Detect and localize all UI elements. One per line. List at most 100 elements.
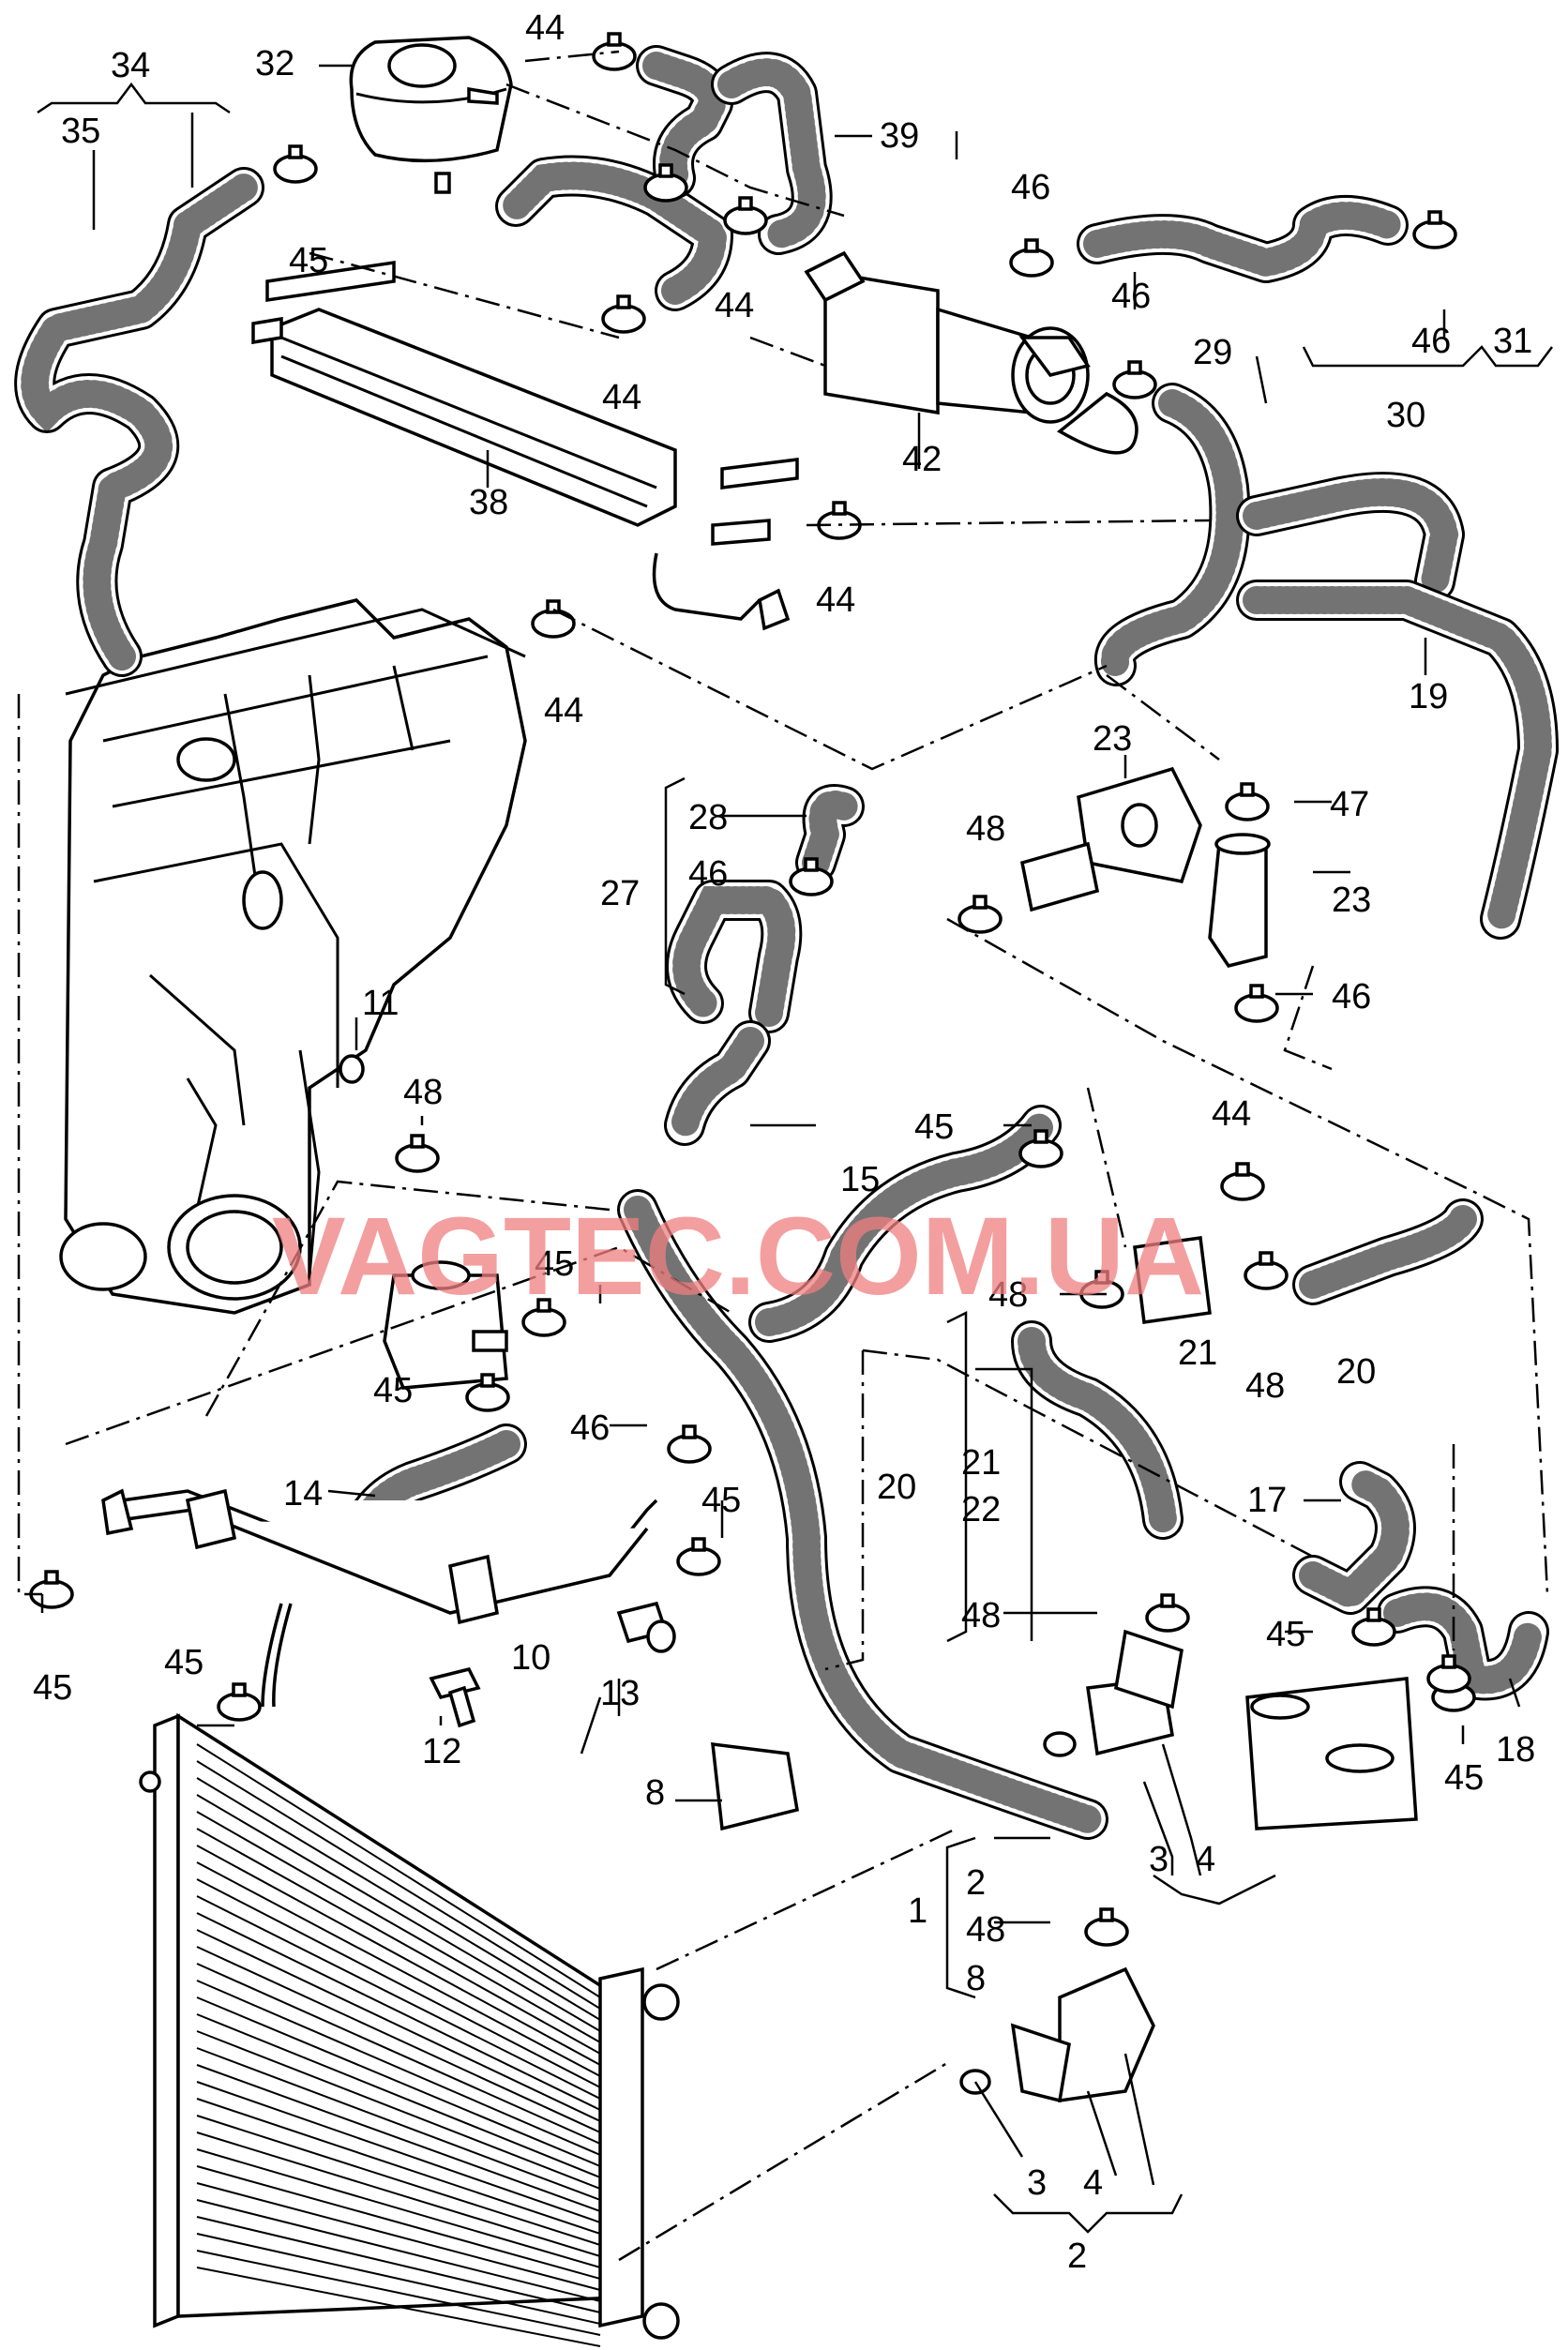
oil-cooler [1245,1677,1418,1830]
small-reservoir [383,1260,508,1390]
radiator-fin-line [196,1743,601,1998]
hose-clamp [1412,219,1457,249]
callout-45: 45 [535,1244,574,1284]
hose-clamp-tab [682,1424,697,1439]
callout-48: 48 [403,1073,443,1112]
callout-22: 22 [961,1490,1001,1529]
callout-44: 44 [544,691,583,731]
callout-4: 4 [1083,2163,1103,2203]
engine-block [59,598,527,1315]
hose-clamp-tab [1099,1907,1114,1922]
hose-clamp-tab [691,1537,706,1552]
callout-30: 30 [1386,396,1425,435]
radiator-fin-line [196,2182,601,2291]
assignment-lines [17,50,1549,2262]
radiator-fin-line [196,2250,601,2336]
callout-46: 46 [570,1408,610,1448]
callout-44: 44 [715,286,754,325]
radiator-fin-line [196,1996,601,2167]
hose-clamp [676,1546,721,1576]
radiator-fin-line [196,2030,601,2190]
callout-19: 19 [1409,677,1448,716]
callout-45: 45 [289,241,328,280]
hose-clamp-tab [804,857,819,872]
callout-45: 45 [1266,1615,1305,1654]
radiator-fin-line [196,2216,601,2313]
callout-1: 1 [908,1891,927,1931]
hose-clamp-tab [1240,782,1255,797]
callout-21: 21 [1178,1333,1217,1373]
callout-42: 42 [902,440,942,479]
hose-clamp-tab [607,32,622,47]
callout-31: 31 [1493,322,1532,361]
callout-14: 14 [283,1474,323,1514]
callout-27: 27 [600,874,640,913]
connector-flanges [959,1236,1212,2103]
radiator-fin-line [196,1946,601,2133]
hose-clamp-tab [1127,360,1142,375]
radiator-fin-line [196,1980,601,2156]
callout-48: 48 [966,809,1005,849]
callout-23: 23 [1332,881,1371,920]
hose-clamp-tab [546,599,561,614]
radiator-fin-line [196,1760,601,2010]
callout-13: 13 [600,1674,640,1713]
hose-clamp-tab [288,144,303,159]
radiator-fins [196,1743,601,2347]
hose-clamp-tab [616,294,631,309]
callout-32: 32 [255,44,294,83]
hose-clamp-tab [1249,984,1264,999]
radiator-fin-line [196,1811,601,2043]
callout-48: 48 [988,1275,1028,1315]
radiator-fin-line [196,2081,601,2223]
radiator-fin-line [196,1895,601,2100]
hose-clamp [723,205,768,235]
callout-17: 17 [1247,1481,1287,1520]
radiator-fin-line [196,2267,601,2347]
hose-clamp [273,154,318,184]
hose-clamp-tab [1033,1129,1048,1144]
radiator-fin-line [196,2233,601,2325]
callout-47: 47 [1330,785,1369,824]
expansion-tank [349,36,513,194]
callout-48: 48 [1245,1366,1285,1406]
radiator-fin-line [196,1878,601,2088]
hose-clamp [1234,993,1279,1023]
hose-clamp-tab [658,163,673,178]
callout-46: 46 [1332,977,1371,1017]
callout-34: 34 [111,46,150,85]
hose-clamp [789,866,834,896]
hose-clamp [1018,1138,1063,1168]
callout-18: 18 [1496,1730,1535,1770]
hose-clamp-tab [832,501,847,516]
hose-clamp [217,1692,262,1722]
hose-clamp-tab [536,1298,551,1313]
hose-clamp-tab [1259,1251,1274,1266]
callout-45: 45 [914,1107,954,1147]
callout-12: 12 [422,1732,461,1771]
watermark: VAGTEC.COM.UA [272,1195,1204,1318]
callout-46: 46 [1411,322,1451,361]
radiator-fin-line [196,1929,601,2122]
callout-8: 8 [966,1959,986,1998]
hose-clamp-tab [1427,210,1442,225]
hose-clamp [465,1382,510,1412]
radiator-fin-line [196,1912,601,2111]
hose-clamp-tab [972,895,988,910]
callout-44: 44 [816,580,855,620]
hose-clamp [531,609,576,639]
radiator-fin-line [196,2199,601,2302]
hose-clamp-tab [1235,1162,1250,1177]
hose-clamp-tab [410,1134,425,1149]
hose-clamp [1220,1171,1265,1201]
thermostat-housing [1019,766,1271,968]
callout-46: 46 [1111,277,1151,316]
hose-clamp [601,304,646,334]
hose-clamp [643,173,688,203]
callout-45: 45 [1444,1758,1484,1798]
callout-44: 44 [525,8,565,48]
callout-38: 38 [469,483,508,522]
hose-clamp [667,1434,712,1464]
hose-clamp-tab [1441,1654,1456,1669]
